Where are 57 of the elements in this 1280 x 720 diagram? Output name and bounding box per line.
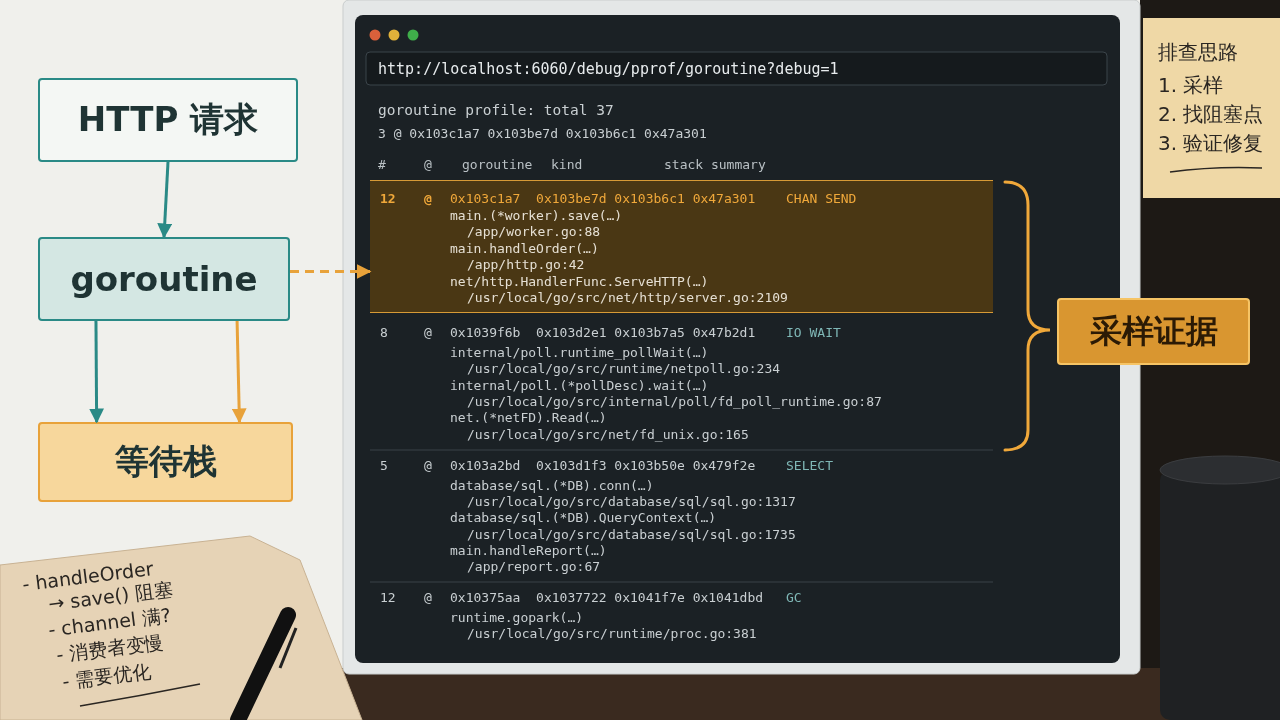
note-item: 1. 采样	[1158, 73, 1224, 97]
stack-frame: /usr/local/go/src/runtime/proc.go:381	[467, 625, 757, 643]
column-header: stack summary	[664, 156, 766, 174]
stack-frame: net.(*netFD).Read(…)	[450, 409, 607, 427]
kind-label: CHAN SEND	[786, 190, 857, 208]
process-box: 等待栈	[38, 422, 293, 502]
address-list: 0x103a2bd 0x103d1f3 0x103b50e 0x479f2e	[450, 457, 756, 475]
stack-frame: runtime.gopark(…)	[450, 609, 584, 627]
stack-frame: /app/worker.go:88	[467, 223, 601, 241]
column-header: goroutine	[462, 156, 533, 174]
stack-frame: /usr/local/go/src/database/sql/sql.go:1735	[467, 526, 796, 544]
stack-frame: /app/report.go:67	[467, 558, 601, 576]
row-number: 12	[380, 190, 396, 208]
callout-box: 采样证据	[1057, 298, 1250, 365]
stack-frame: database/sql.(*DB).conn(…)	[450, 477, 654, 495]
row-number: 12	[380, 589, 396, 607]
stack-frame: /usr/local/go/src/database/sql/sql.go:1317	[467, 493, 796, 511]
stack-frame: main.handleOrder(…)	[450, 240, 599, 258]
stack-frame: main.(*worker).save(…)	[450, 207, 623, 225]
stack-frame: /usr/local/go/src/net/fd_unix.go:165	[467, 426, 749, 444]
at-sign: @	[424, 190, 432, 208]
stack-frame: net/http.HandlerFunc.ServeHTTP(…)	[450, 273, 709, 291]
arrow	[231, 320, 247, 424]
address-list: 0x103c1a7 0x103be7d 0x103b6c1 0x47a301	[450, 190, 756, 208]
stack-frame: main.handleReport(…)	[450, 542, 607, 560]
arrow	[157, 161, 173, 239]
stack-frame: database/sql.(*DB).QueryContext(…)	[450, 509, 717, 527]
column-header: @	[424, 156, 432, 174]
row-number: 8	[380, 324, 388, 342]
stack-frame: internal/poll.(*pollDesc).wait(…)	[450, 377, 709, 395]
row-number: 5	[380, 457, 388, 475]
stack-header: 3 @ 0x103c1a7 0x103be7d 0x103b6c1 0x47a301	[378, 125, 707, 143]
stack-frame: internal/poll.runtime_pollWait(…)	[450, 344, 709, 362]
kind-label: GC	[786, 589, 802, 607]
note-item: 3. 验证修复	[1158, 131, 1264, 155]
address-list: 0x10375aa 0x1037722 0x1041f7e 0x1041dbd	[450, 589, 764, 607]
stack-frame: /usr/local/go/src/net/http/server.go:2109	[467, 289, 788, 307]
process-box: HTTP 请求	[38, 78, 298, 162]
stack-frame: /app/http.go:42	[467, 256, 585, 274]
column-header: #	[378, 156, 386, 174]
kind-label: IO WAIT	[786, 324, 841, 342]
profile-summary: goroutine profile: total 37	[378, 101, 614, 119]
process-box: goroutine	[38, 237, 290, 321]
note-heading: 排查思路	[1158, 40, 1238, 64]
kind-label: SELECT	[786, 457, 833, 475]
at-sign: @	[424, 457, 432, 475]
arrow	[89, 321, 105, 424]
address-list: 0x1039f6b 0x103d2e1 0x103b7a5 0x47b2d1	[450, 324, 756, 342]
stack-frame: /usr/local/go/src/internal/poll/fd_poll_runtime.go:87	[467, 393, 882, 411]
note-item: 2. 找阻塞点	[1158, 102, 1264, 126]
arrow	[290, 263, 372, 279]
highlighted-row	[370, 180, 993, 313]
stack-frame: /usr/local/go/src/runtime/netpoll.go:234	[467, 360, 781, 378]
at-sign: @	[424, 589, 432, 607]
at-sign: @	[424, 324, 432, 342]
column-header: kind	[551, 156, 583, 174]
url-text: http://localhost:6060/debug/pprof/goroutine?debug=1	[378, 60, 839, 78]
